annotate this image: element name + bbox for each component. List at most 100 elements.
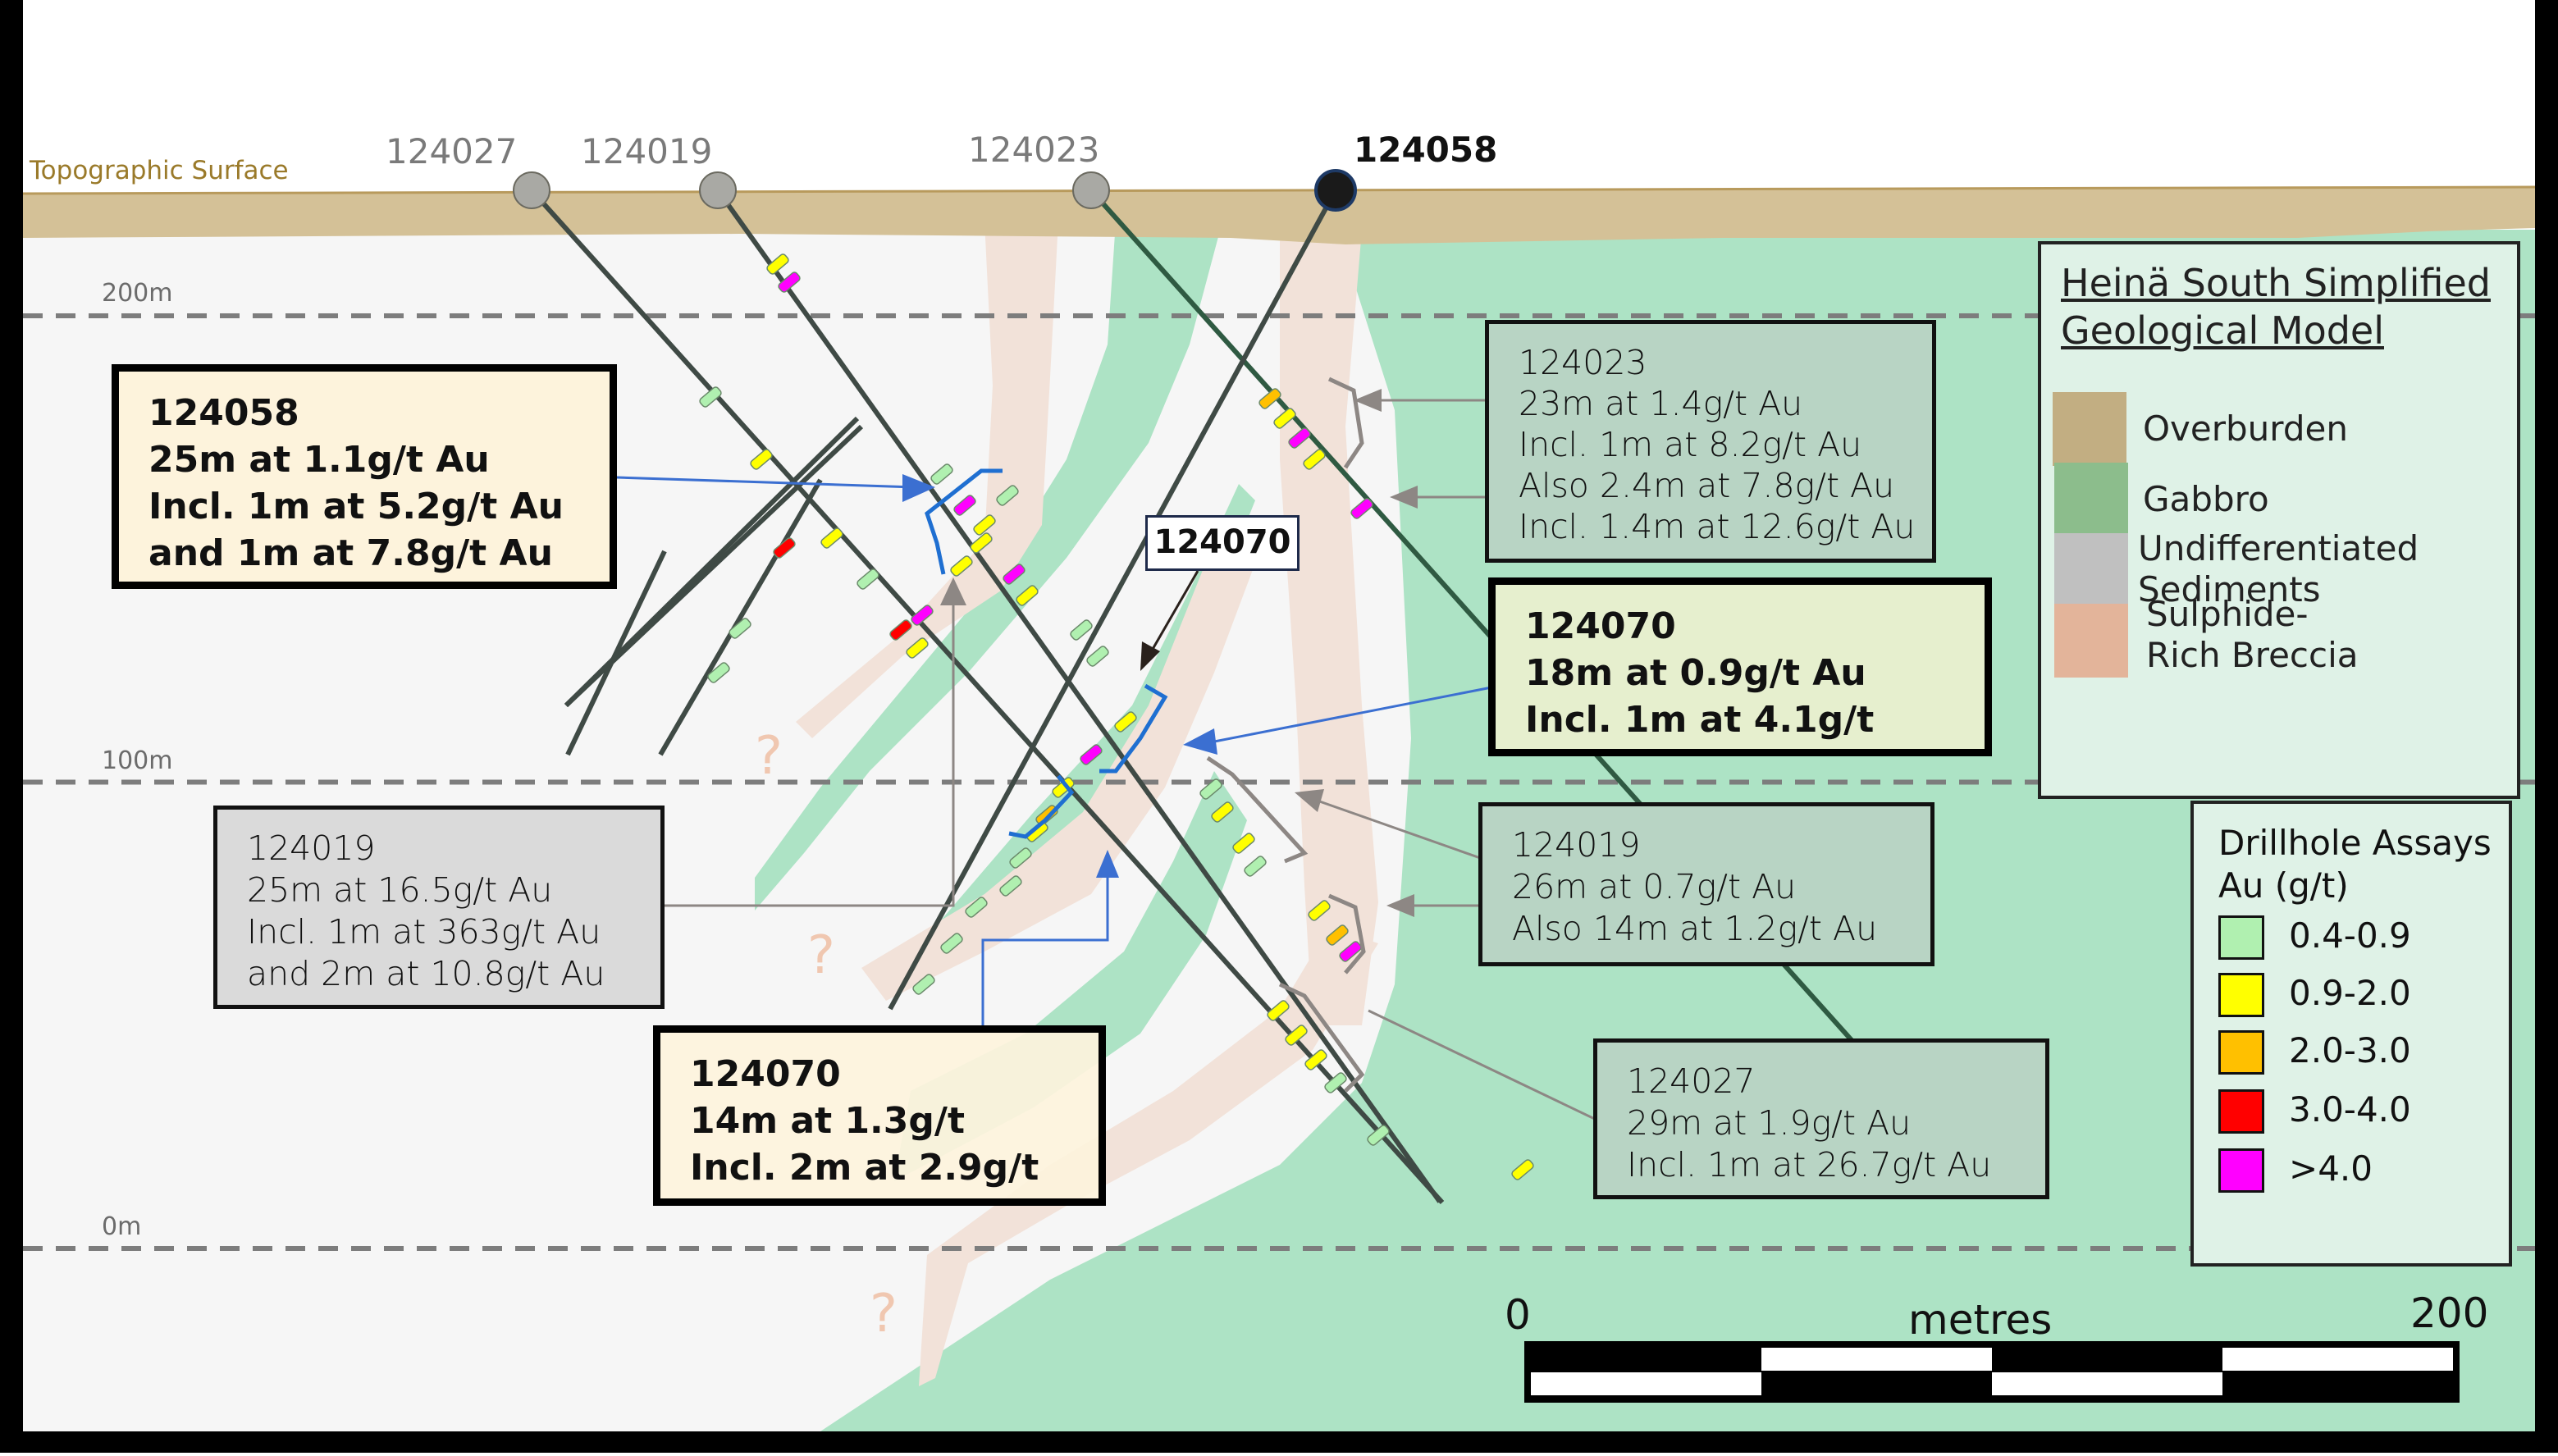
assay-segment (778, 272, 801, 293)
callout-line: Incl. 1m at 26.7g/t Au (1627, 1145, 1992, 1184)
callout-line: 14m at 1.3g/t (690, 1100, 965, 1142)
callout-line: Incl. 2m at 2.9g/t (690, 1147, 1039, 1189)
callout-line: 23m at 1.4g/t Au (1519, 384, 1803, 423)
legend-label-sediments-line2: Sediments (2138, 569, 2321, 609)
topographic-surface-label: Topographic Surface (30, 156, 289, 185)
breccia-band-1 (796, 221, 1058, 738)
assay-segment (750, 449, 773, 470)
assay-segment (912, 974, 935, 995)
assay-segment (1339, 941, 1362, 962)
geology-legend-title-line2: Geological Model (2061, 308, 2384, 353)
collar-124058-icon (1314, 169, 1357, 212)
assay-segment (707, 662, 730, 683)
scale-bar-min-label: 0 (1505, 1291, 1531, 1339)
legend-swatch-overburden (2053, 392, 2126, 466)
callout-line: Incl. 1m at 5.2g/t Au (148, 486, 564, 527)
scale-bar (1524, 1341, 2460, 1403)
assay-segment (1308, 900, 1331, 921)
assay-segment (1232, 833, 1255, 854)
assay-segment (1052, 777, 1075, 798)
leader-trace-label (1147, 570, 1199, 657)
callout-line: Incl. 1m at 8.2g/t Au (1519, 425, 1862, 464)
leader-124058 (616, 476, 916, 489)
callout-hole-id: 124019 (1512, 825, 1641, 865)
scale-bar-segment (1761, 1372, 1992, 1395)
assay-segment (1324, 1072, 1347, 1093)
callout-line: 18m at 0.9g/t Au (1525, 652, 1866, 694)
assay-segment (999, 875, 1022, 897)
scale-bar-segment (1531, 1372, 1761, 1395)
collar-label-124027: 124027 (386, 131, 518, 171)
scale-bar-segment (2222, 1348, 2453, 1371)
assay-label: 2.0-3.0 (2289, 1030, 2411, 1070)
assay-swatch-0-9-2-0 (2218, 973, 2264, 1017)
breccia-band-4 (919, 927, 1378, 1386)
callout-hole-id: 124070 (690, 1053, 841, 1095)
callout-124023: 124023 23m at 1.4g/t Au Incl. 1m at 8.2g… (1485, 320, 1936, 563)
depth-label-200m: 200m (102, 279, 173, 308)
assay-segment (965, 897, 988, 918)
overburden-band (23, 187, 2535, 244)
assay-segment (911, 605, 934, 626)
callout-124019-right: 124019 26m at 0.7g/t Au Also 14m at 1.2g… (1478, 802, 1934, 966)
callout-line: Incl. 1.4m at 12.6g/t Au (1519, 507, 1916, 546)
callout-124070-lower: 124070 14m at 1.3g/t Incl. 2m at 2.9g/t (653, 1025, 1106, 1206)
assay-segment (1244, 856, 1267, 877)
assay-label: 0.4-0.9 (2289, 915, 2411, 956)
assay-segment (906, 637, 929, 659)
leader-124070a (1205, 686, 1492, 745)
callout-hole-id: 124019 (247, 828, 376, 868)
collar-label-124023: 124023 (968, 130, 1100, 170)
collar-124019-icon (699, 171, 737, 209)
assay-segment (940, 933, 963, 954)
assay-segment (1350, 498, 1373, 519)
geology-legend-title-line1: Heinä South Simplified (2061, 261, 2491, 305)
assay-segment (1303, 449, 1326, 470)
assay-segment (1199, 778, 1222, 800)
callout-line: and 1m at 7.8g/t Au (148, 532, 553, 574)
leader-lines (616, 389, 1602, 1124)
geology-legend: Heinä South Simplified Geological Model … (2038, 241, 2520, 799)
assay-label: >4.0 (2289, 1148, 2373, 1189)
bracket-124070a (1099, 683, 1168, 774)
assay-segment (856, 568, 879, 590)
assay-segment (1070, 619, 1093, 641)
leader-arrowhead-124070b (1096, 850, 1119, 878)
assay-segment (1367, 1125, 1390, 1146)
assay-segment (1211, 801, 1234, 823)
assay-segment (1009, 847, 1032, 869)
callout-line: Also 14m at 1.2g/t Au (1512, 909, 1878, 948)
assay-segment (930, 463, 953, 485)
drill-trace-short-3 (658, 478, 823, 756)
assay-segment (1288, 427, 1311, 449)
leader-arrowhead-124058 (902, 474, 935, 502)
assay-segment (766, 253, 789, 275)
assay-segment (1258, 388, 1281, 409)
callout-124019-left: 124019 25m at 16.5g/t Au Incl. 1m at 363… (213, 806, 665, 1009)
assay-legend-title-line2: Au (g/t) (2218, 865, 2349, 906)
leader-arrowhead-124019b-a (1295, 789, 1324, 812)
leader-124027 (1368, 1009, 1602, 1124)
topographic-surface-line (22, 185, 2536, 195)
scale-bar-max-label: 200 (2410, 1289, 2489, 1337)
assay-segment (1304, 1049, 1327, 1070)
scale-bar-segment (1992, 1348, 2222, 1371)
assay-segment (820, 527, 843, 549)
bracket-124019b-b (1327, 893, 1366, 974)
callout-line: 25m at 1.1g/t Au (148, 439, 490, 481)
callout-line: 26m at 0.7g/t Au (1512, 867, 1797, 906)
callout-hole-id: 124058 (148, 392, 299, 434)
leader-124019a (663, 587, 955, 907)
uncertainty-mark: ? (807, 925, 835, 986)
geology-legend-title: Heinä South Simplified Geological Model (2061, 259, 2491, 354)
callout-line: 25m at 16.5g/t Au (247, 870, 553, 910)
callout-line: Incl. 1m at 4.1g/t (1525, 699, 1875, 741)
legend-label-gabbro: Gabbro (2143, 479, 2269, 519)
assay-swatch-3-0-4-0 (2218, 1089, 2264, 1134)
leader-124019b-a (1312, 797, 1486, 861)
assay-segment (1273, 408, 1296, 429)
breccia-band-3 (861, 541, 1263, 1001)
leader-arrowhead-124023-a (1354, 389, 1382, 412)
callout-line: Incl. 1m at 363g/t Au (247, 912, 601, 952)
depth-label-0m: 0m (102, 1212, 142, 1241)
